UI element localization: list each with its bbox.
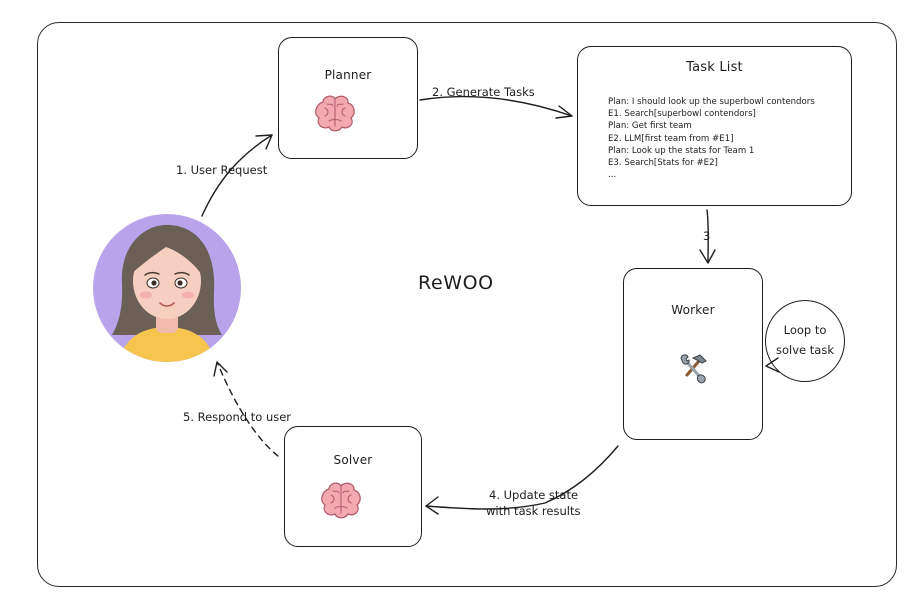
diagram-frame xyxy=(37,22,897,587)
task-line: ... xyxy=(608,170,617,181)
task-line: Plan: I should look up the superbowl con… xyxy=(608,97,815,107)
brain-icon xyxy=(321,482,361,519)
loop-node: Loop to solve task xyxy=(765,300,845,382)
task-line: E1. Search[superbowl contendors] xyxy=(608,109,756,120)
loop-label-line1: Loop to xyxy=(783,323,827,337)
task-list-label: Task List xyxy=(686,60,743,75)
edge-label-step-three: 3 xyxy=(703,229,711,243)
edge-label-update-state-line1: 4. Update state xyxy=(489,488,579,502)
edge-label-user-request: 1. User Request xyxy=(176,163,268,177)
task-list-lines: Plan: I should look up the superbowl con… xyxy=(608,96,843,181)
task-list-node: Task List Plan: I should look up the sup… xyxy=(577,46,852,206)
task-line: Plan: Get first team xyxy=(608,121,692,132)
edge-label-respond: 5. Respond to user xyxy=(183,410,292,424)
planner-node: Planner xyxy=(278,37,418,159)
edge-label-update-state-line2: with task results xyxy=(486,504,581,518)
diagram-title: ReWOO xyxy=(418,272,494,294)
edge-label-generate-tasks: 2. Generate Tasks xyxy=(432,85,535,99)
planner-label: Planner xyxy=(324,68,372,82)
task-line: E3. Search[Stats for #E2] xyxy=(608,158,718,169)
tools-icon xyxy=(680,354,707,384)
worker-node: Worker xyxy=(623,268,763,440)
task-line: E2. LLM[first team from #E1] xyxy=(608,133,734,144)
user-avatar-icon xyxy=(93,214,241,362)
loop-label: Loop to solve task xyxy=(766,320,844,360)
solver-node: Solver xyxy=(284,426,422,547)
brain-icon xyxy=(315,95,355,132)
task-line: Plan: Look up the stats for Team 1 xyxy=(608,145,755,156)
worker-label: Worker xyxy=(671,303,715,317)
solver-label: Solver xyxy=(333,453,373,467)
loop-label-line2: solve task xyxy=(776,343,834,357)
